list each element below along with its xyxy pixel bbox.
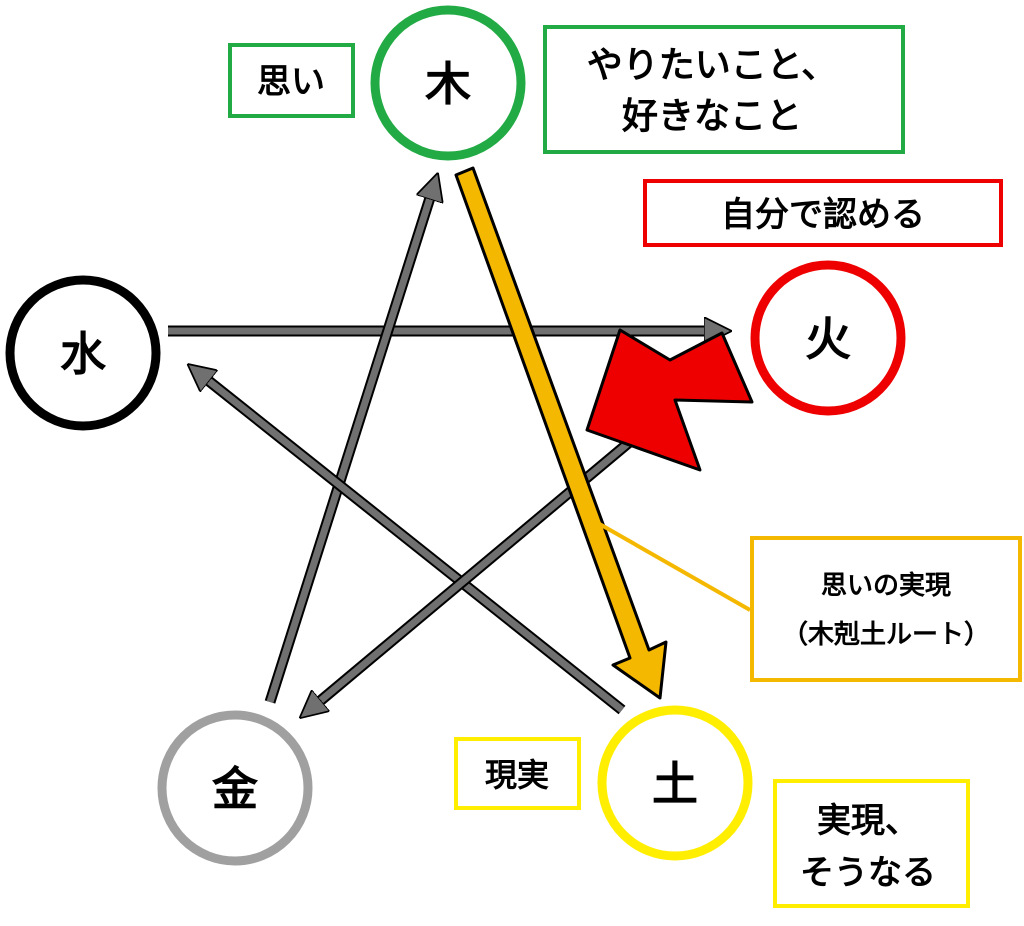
red-arrow-fire — [585, 328, 754, 472]
box-jitsugen: 実現、 そうなる — [773, 779, 970, 908]
route-leader-line — [595, 520, 751, 612]
arrow-wood-to-earth — [454, 166, 668, 700]
metal-label: 金 — [211, 762, 259, 816]
yaritai-line2: 好きなこと — [621, 96, 802, 137]
yaritai-line1: やりたいこと、 — [587, 45, 838, 86]
genjitsu-text: 現実 — [485, 756, 549, 794]
node-fire: 火 — [750, 260, 906, 416]
box-jibun: 自分で認める — [643, 179, 1003, 247]
omoi-text: 思い — [257, 62, 325, 102]
earth-label: 土 — [652, 757, 698, 811]
fire-label: 火 — [805, 312, 851, 366]
route-line1: 思いの実現 — [821, 570, 951, 601]
route-line2: （木剋土ルート） — [782, 620, 990, 650]
box-omoi: 思い — [228, 43, 355, 118]
box-route: 思いの実現 （木剋土ルート） — [750, 536, 1022, 682]
box-yaritai: やりたいこと、 好きなこと — [543, 25, 905, 154]
jitsugen-line2: そうなる — [800, 853, 936, 893]
jitsugen-line1: 実現、 — [817, 801, 919, 841]
jibun-text: 自分で認める — [721, 195, 925, 235]
box-genjitsu: 現実 — [454, 737, 581, 810]
water-label: 水 — [60, 327, 107, 381]
node-water: 水 — [5, 275, 161, 431]
node-earth: 土 — [597, 705, 753, 861]
wood-label: 木 — [425, 57, 471, 111]
node-metal: 金 — [157, 710, 313, 866]
node-wood: 木 — [370, 5, 526, 161]
